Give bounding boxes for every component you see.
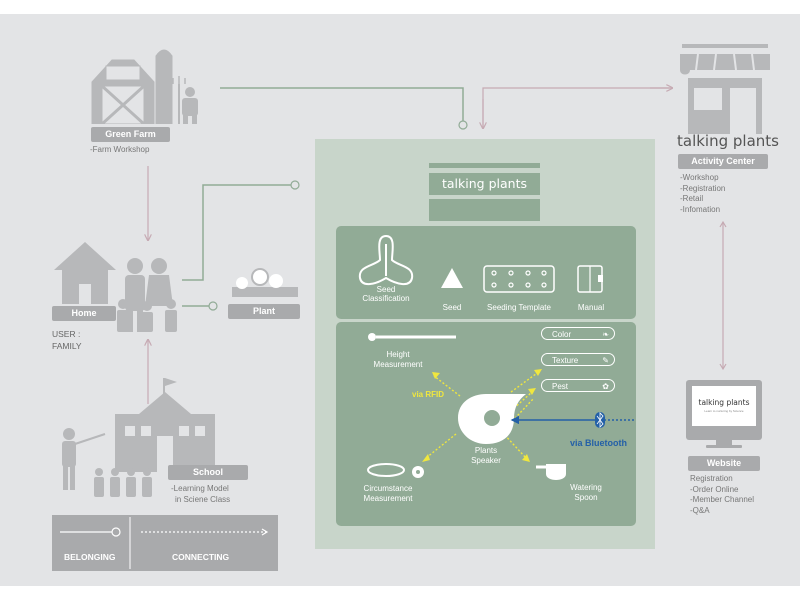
home-label: Home bbox=[52, 306, 116, 321]
green-farm-label: Green Farm bbox=[91, 127, 170, 142]
pest-pill: Pest ✿ bbox=[541, 379, 615, 392]
circumstance-label-2: Measurement bbox=[363, 494, 413, 503]
seed-classification-label-1: Seed bbox=[376, 285, 396, 294]
seed-classification-label-2: Classification bbox=[362, 294, 410, 303]
screen-subtitle: Learn to nurturing by Science bbox=[704, 409, 744, 413]
connector-dot bbox=[458, 120, 468, 130]
color-pill-label: Color bbox=[552, 330, 572, 339]
website-item-4: -Q&A bbox=[690, 505, 710, 515]
speaker-label-1: Plants bbox=[474, 446, 498, 455]
activity-center-label: Activity Center bbox=[678, 154, 768, 169]
manual-label: Manual bbox=[577, 303, 605, 312]
texture-pill-label: Texture bbox=[552, 356, 579, 365]
website-item-3: -Member Channel bbox=[690, 495, 755, 504]
legend-belonging: BELONGING bbox=[64, 552, 116, 562]
watering-label-2: Spoon bbox=[574, 493, 598, 502]
activity-item-3: -Retail bbox=[680, 194, 704, 203]
pest-pill-label: Pest bbox=[552, 382, 569, 391]
website-label: Website bbox=[688, 456, 760, 471]
website-item-1: Registration bbox=[690, 474, 733, 483]
manual-icon bbox=[577, 265, 603, 293]
seed-label: Seed bbox=[442, 303, 462, 312]
website-item-2: -Order Online bbox=[690, 484, 739, 494]
family-icon bbox=[117, 258, 177, 332]
height-label-2: Measurement bbox=[373, 360, 423, 369]
leaf-icon: ❧ bbox=[602, 330, 609, 339]
legend-lines bbox=[60, 517, 269, 569]
seeding-template-label: Seeding Template bbox=[487, 303, 551, 312]
home-to-center-line bbox=[182, 184, 291, 281]
height-label-1: Height bbox=[386, 350, 410, 359]
activity-item-4: -Infomation bbox=[680, 204, 721, 214]
seeding-template-icon bbox=[483, 265, 555, 293]
texture-pill: Texture ✎ bbox=[541, 353, 615, 366]
via-bluetooth-label: via Bluetooth bbox=[570, 438, 628, 448]
user-text: USER : bbox=[52, 329, 81, 339]
farm-barn-icon bbox=[91, 49, 198, 124]
legend-box: BELONGING CONNECTING bbox=[52, 515, 278, 571]
school-label: School bbox=[168, 465, 248, 480]
center-brand-logo: talking plants bbox=[429, 173, 540, 195]
farm-to-center-line bbox=[220, 87, 464, 121]
logo-bar-top bbox=[429, 163, 540, 168]
school-desc-1: -Learning Model bbox=[171, 484, 229, 493]
circumstance-label-1: Circumstance bbox=[363, 484, 413, 493]
bug-icon: ✿ bbox=[602, 382, 609, 391]
activity-brand: talking plants bbox=[677, 132, 779, 150]
shop-icon bbox=[680, 44, 770, 134]
monitor-screen: talking plants Learn to nurturing by Sci… bbox=[692, 386, 756, 426]
plant-pot-icon bbox=[232, 268, 298, 297]
school-icon bbox=[62, 378, 215, 497]
family-text: FAMILY bbox=[52, 341, 82, 351]
monitor-base bbox=[706, 445, 742, 448]
speaker-panel-drawings bbox=[367, 333, 636, 480]
via-rfid-label: via RFID bbox=[412, 390, 445, 399]
logo-bar-bottom bbox=[429, 199, 540, 221]
color-pill: Color ❧ bbox=[541, 327, 615, 340]
pencil-icon: ✎ bbox=[602, 356, 609, 365]
speaker-label-2: Speaker bbox=[471, 456, 501, 465]
kit-panel: Seed Classification Seed Seeding Templat… bbox=[336, 226, 636, 319]
screen-title: talking plants bbox=[698, 398, 750, 407]
watering-label-1: Watering bbox=[570, 483, 602, 492]
plant-label: Plant bbox=[228, 304, 300, 319]
speaker-panel: Height Measurement via RFID Plants Speak… bbox=[336, 322, 636, 526]
diagram-canvas: Green Farm -Farm Workshop Home USER : FA… bbox=[0, 14, 800, 586]
monitor-icon: talking plants Learn to nurturing by Sci… bbox=[686, 380, 762, 440]
seed-classification-icon bbox=[358, 234, 414, 285]
legend-connecting: CONNECTING bbox=[172, 552, 230, 562]
center-activity-arrow bbox=[482, 87, 670, 127]
activity-item-2: -Registration bbox=[680, 183, 726, 193]
school-desc-2: in Sciene Class bbox=[175, 495, 231, 504]
home-icon bbox=[54, 242, 116, 304]
seed-icon bbox=[441, 268, 463, 288]
monitor-neck bbox=[716, 440, 732, 446]
activity-item-1: -Workshop bbox=[680, 173, 719, 182]
connector-dot bbox=[208, 301, 218, 311]
connector-dot bbox=[290, 180, 300, 190]
green-farm-desc: -Farm Workshop bbox=[90, 145, 150, 154]
